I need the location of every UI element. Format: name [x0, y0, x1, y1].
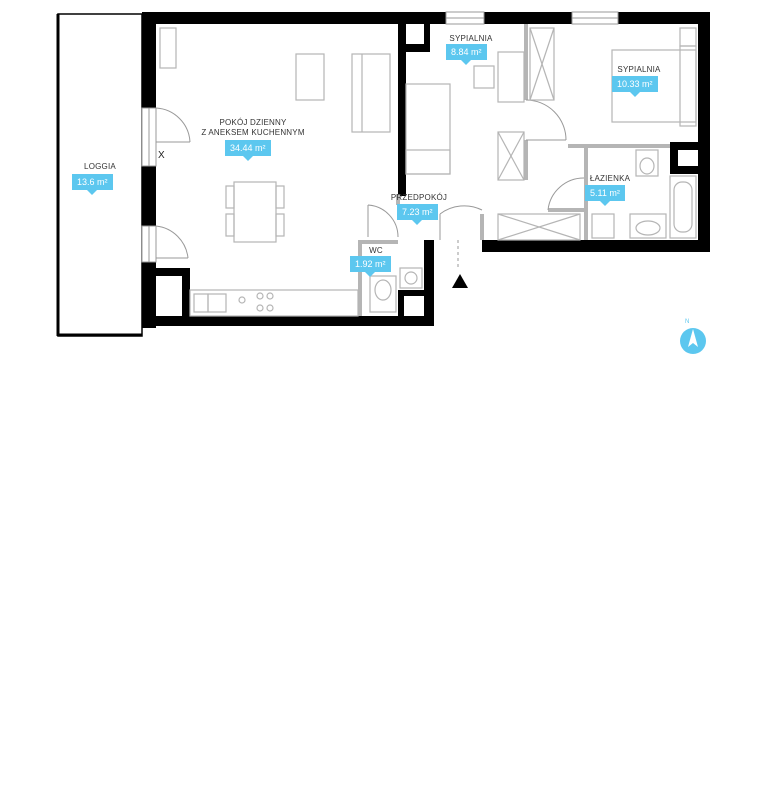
hall-name: PRZEDPOKÓJ	[390, 193, 448, 202]
furniture	[159, 27, 697, 317]
outer-walls	[142, 12, 710, 328]
living-area-badge: 34.44 m²	[225, 140, 271, 161]
living-name-line2: Z ANEKSEM KUCHENNYM	[201, 128, 305, 137]
x-mark: X	[158, 150, 165, 161]
entrance-icon	[452, 274, 468, 288]
loggia-name: LOGGIA	[84, 162, 116, 171]
loggia-area-badge: 13.6 m²	[72, 174, 113, 195]
compass-north-label: N	[685, 319, 690, 325]
doors	[155, 99, 585, 270]
bedroom1-area-badge: 8.84 m²	[446, 44, 487, 65]
windows	[141, 11, 619, 263]
interior-walls	[398, 24, 430, 196]
living-name-line1: POKÓJ DZIENNY	[219, 118, 287, 127]
bedroom1-name: SYPIALNIA	[449, 34, 493, 43]
compass-icon	[680, 328, 706, 354]
bathroom-area-badge: 5.11 m²	[585, 185, 625, 206]
bedroom2-name: SYPIALNIA	[617, 65, 661, 74]
wc-area-badge: 1.92 m²	[350, 256, 391, 277]
bathroom-name: ŁAZIENKA	[589, 174, 631, 183]
bedroom2-area-badge: 10.33 m²	[612, 76, 658, 97]
wc-name: WC	[369, 246, 383, 255]
hall-area-badge: 7.23 m²	[397, 204, 438, 225]
